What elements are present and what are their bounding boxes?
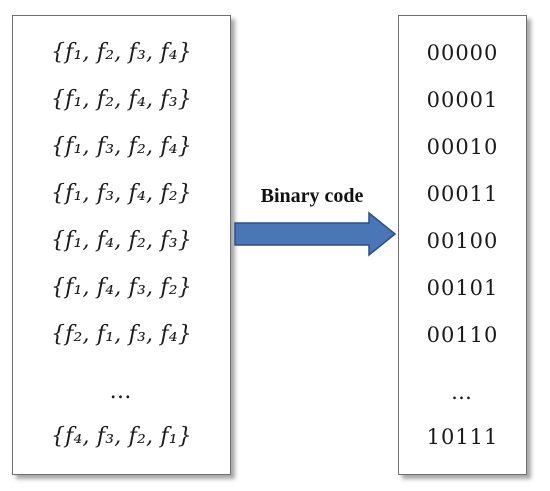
permutation-row-8: … — [109, 379, 134, 404]
arrow-label: Binary code — [260, 185, 364, 207]
permutation-row-4: {f₁, f₃, f₄, f₂} — [50, 181, 192, 206]
code-row-1: 00000 — [426, 41, 499, 65]
permutation-row-9: {f₄, f₃, f₂, f₁} — [50, 424, 192, 449]
code-row-5: 00100 — [426, 229, 499, 253]
code-row-3: 00010 — [426, 135, 499, 159]
code-row-2: 00001 — [426, 88, 499, 112]
permutation-row-5: {f₁, f₄, f₂, f₃} — [50, 228, 192, 253]
permutation-row-1: {f₁, f₂, f₃, f₄} — [50, 40, 192, 65]
permutation-row-3: {f₁, f₃, f₂, f₄} — [50, 134, 192, 159]
permutation-row-7: {f₂, f₁, f₃, f₄} — [50, 322, 192, 347]
code-row-9: 10111 — [426, 425, 499, 449]
permutation-list: {f₁, f₂, f₃, f₄} {f₁, f₂, f₄, f₃} {f₁, f₃,… — [12, 15, 231, 475]
permutation-row-6: {f₁, f₄, f₃, f₂} — [50, 275, 192, 300]
code-row-8: … — [451, 380, 474, 404]
code-row-7: 00110 — [426, 323, 499, 347]
right-arrow-icon — [234, 211, 397, 257]
code-row-4: 00011 — [426, 182, 499, 206]
right-arrow-shape — [234, 211, 397, 257]
code-row-6: 00101 — [426, 276, 499, 300]
binary-code-list: 00000 00001 00010 00011 00100 00101 00110 … 1011… — [398, 15, 527, 475]
permutation-row-2: {f₁, f₂, f₄, f₃} — [50, 87, 192, 112]
